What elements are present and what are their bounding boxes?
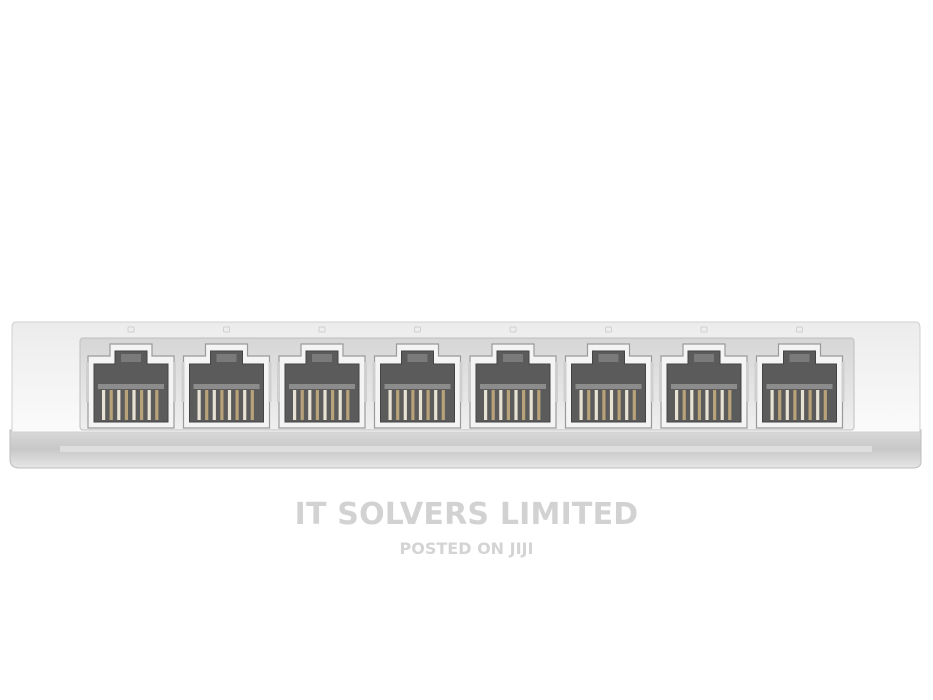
port-pin xyxy=(124,390,128,420)
port-pin xyxy=(403,390,407,420)
ethernet-ports xyxy=(86,343,845,429)
port-pin xyxy=(396,390,400,420)
port-pin xyxy=(506,390,510,420)
port-pin xyxy=(250,390,254,420)
port-pin xyxy=(491,390,495,420)
port-pin xyxy=(728,390,732,420)
port-pin xyxy=(625,390,629,420)
port-pin xyxy=(293,390,297,420)
port-pin xyxy=(338,390,342,420)
port-pin xyxy=(434,390,438,420)
port-pin xyxy=(697,390,701,420)
port-pin xyxy=(617,390,621,420)
ethernet-port xyxy=(563,343,654,429)
port-pin xyxy=(102,390,106,420)
port-pin xyxy=(243,390,247,420)
port-pin xyxy=(537,390,541,420)
port-pin xyxy=(212,390,216,420)
ethernet-port xyxy=(277,343,367,429)
port-pin xyxy=(499,390,503,420)
ethernet-port xyxy=(181,343,272,429)
port-pin xyxy=(785,390,789,420)
port-pin xyxy=(690,390,694,420)
port-pin xyxy=(770,390,774,420)
port-number-mark xyxy=(509,326,517,333)
port-pin xyxy=(155,390,159,420)
ethernet-port xyxy=(754,343,845,429)
port-pin xyxy=(346,390,350,420)
port-pin xyxy=(411,390,415,420)
port-pin xyxy=(816,390,820,420)
port-pin xyxy=(117,390,121,420)
port-pin xyxy=(235,390,239,420)
port-pin xyxy=(514,390,518,420)
port-number-mark xyxy=(700,326,708,333)
port-pin xyxy=(587,390,591,420)
port-pin xyxy=(308,390,312,420)
port-pin xyxy=(632,390,636,420)
port-pin xyxy=(323,390,327,420)
port-pin xyxy=(713,390,717,420)
port-pin xyxy=(609,390,614,420)
port-pin xyxy=(522,390,526,420)
port-pin xyxy=(109,390,113,420)
port-pin xyxy=(823,390,827,420)
port-pin xyxy=(220,390,224,420)
port-pin xyxy=(441,390,445,420)
port-pin xyxy=(388,390,392,420)
ethernet-port xyxy=(468,343,558,429)
port-pin xyxy=(147,390,151,420)
port-pin xyxy=(418,390,423,420)
port-pin xyxy=(793,390,797,420)
port-pin xyxy=(205,390,209,420)
port-pin xyxy=(227,390,232,420)
ethernet-port xyxy=(86,343,176,429)
port-pin xyxy=(140,390,144,420)
port-number-mark xyxy=(414,326,421,333)
port-number-mark xyxy=(605,326,612,333)
port-pin xyxy=(579,390,583,420)
port-pin xyxy=(300,390,304,420)
port-pin xyxy=(705,390,709,420)
port-pin xyxy=(315,390,319,420)
port-pin xyxy=(808,390,812,420)
port-pin xyxy=(778,390,782,420)
port-number-mark xyxy=(223,326,230,333)
watermark-subtitle: POSTED ON JIJI xyxy=(399,539,534,558)
port-number-mark xyxy=(318,326,326,333)
port-pin xyxy=(602,390,606,420)
port-pin xyxy=(484,390,488,420)
port-pin xyxy=(594,390,598,420)
port-pin xyxy=(331,390,335,420)
watermark-title: IT SOLVERS LIMITED xyxy=(294,497,639,532)
ethernet-port xyxy=(659,343,749,429)
port-pin xyxy=(800,390,805,420)
port-number-mark xyxy=(127,326,135,333)
port-pin xyxy=(426,390,430,420)
port-labels xyxy=(127,326,803,333)
port-pin xyxy=(720,390,724,420)
port-pin xyxy=(682,390,686,420)
port-pin xyxy=(132,390,136,420)
ethernet-port xyxy=(372,343,463,429)
port-pin xyxy=(197,390,201,420)
port-pin xyxy=(529,390,533,420)
port-pin xyxy=(675,390,679,420)
port-number-mark xyxy=(796,326,803,333)
